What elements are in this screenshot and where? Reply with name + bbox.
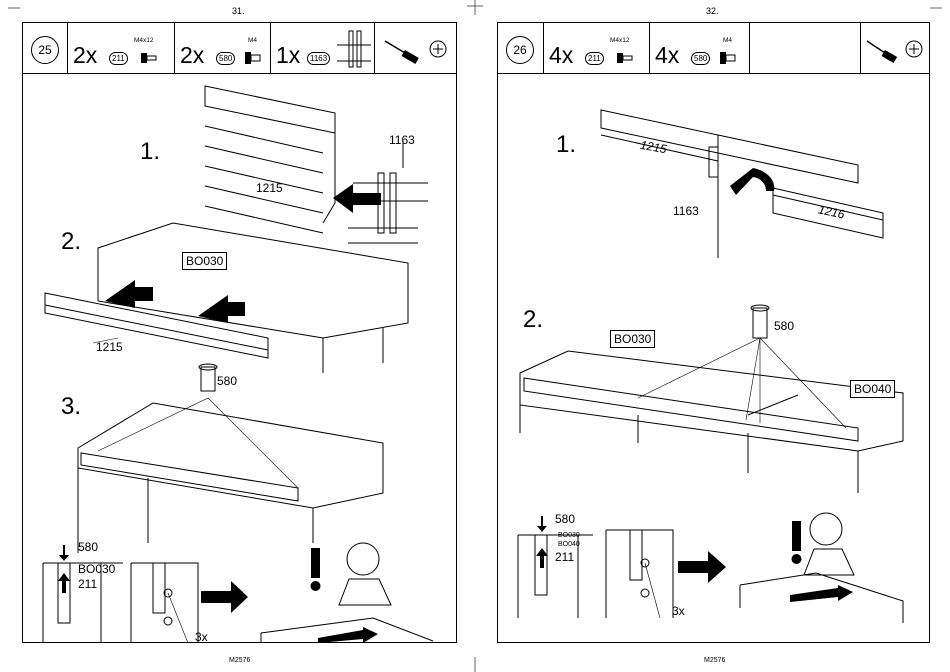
part-label-rail: 1215 (256, 182, 283, 195)
substep-2-number: 2. (61, 230, 81, 254)
dowel-label: 580 (217, 375, 237, 388)
part-cell-1163: 1x 1163 (271, 23, 375, 73)
screw-icon (68, 23, 175, 73)
detail-dowel-label: 580 (78, 541, 98, 554)
panel-label-b: BO040 (850, 380, 895, 398)
substep-1-number: 1. (140, 140, 160, 164)
instruction-page-right: 26 4x 211 M4x12 4x 580 M4 (497, 22, 930, 643)
detail-dowel-label: 580 (555, 513, 575, 526)
instruction-page-left: 25 2x 211 M4x12 2x 580 M4 1x 1163 (22, 22, 457, 643)
footer-code-left: M2576 (229, 657, 250, 664)
repeat-count-label: 3x (195, 631, 208, 643)
step-number-badge: 26 (506, 36, 534, 64)
substep-1-number: 1. (556, 133, 576, 157)
part-label-rail: 1215 (96, 341, 123, 354)
part-label-bracket: 1163 (673, 205, 699, 218)
part-cell-580: 4x 580 M4 (650, 23, 750, 73)
screwdriver-icon (375, 23, 458, 73)
tools-cell (375, 23, 458, 73)
substep-2-number: 2. (523, 308, 543, 332)
detail-panel-a-label: BO030 (558, 532, 580, 540)
step-number-badge: 25 (31, 36, 59, 64)
part-cell-211: 4x 211 M4x12 (544, 23, 650, 73)
detail-screw-label: 211 (78, 578, 97, 591)
panel-label: BO030 (182, 252, 227, 270)
panel-label-a: BO030 (610, 330, 655, 348)
tools-cell (860, 23, 931, 73)
assembly-illustration-left: 1. 2. 3. 1215 1163 1215 BO030 580 580 BO… (23, 73, 456, 643)
page-number-right: 32. (706, 6, 719, 16)
substep-3-number: 3. (61, 395, 81, 419)
assembly-drawing (23, 73, 456, 643)
part-cell-580: 2x 580 M4 (175, 23, 271, 73)
bracket-icon (271, 23, 375, 73)
footer-code-right: M2576 (704, 657, 725, 664)
part-cell-211: 2x 211 M4x12 (68, 23, 175, 73)
dowel-label: 580 (774, 320, 794, 333)
page-number-left: 31. (232, 6, 245, 16)
detail-panel-b-label: BO040 (558, 541, 580, 549)
repeat-count-label: 3x (672, 605, 685, 618)
screwdriver-icon (861, 23, 932, 73)
screw-icon (544, 23, 650, 73)
part-label-bracket: 1163 (389, 134, 415, 147)
detail-panel-label: BO030 (78, 563, 115, 576)
parts-header: 25 2x 211 M4x12 2x 580 M4 1x 1163 (23, 23, 456, 74)
parts-header: 26 4x 211 M4x12 4x 580 M4 (498, 23, 929, 74)
dowel-icon (175, 23, 271, 73)
assembly-illustration-right: 1. 2. 1215 1216 1163 580 BO030 BO040 580… (498, 73, 929, 643)
dowel-icon (650, 23, 750, 73)
detail-screw-label: 211 (555, 551, 574, 564)
